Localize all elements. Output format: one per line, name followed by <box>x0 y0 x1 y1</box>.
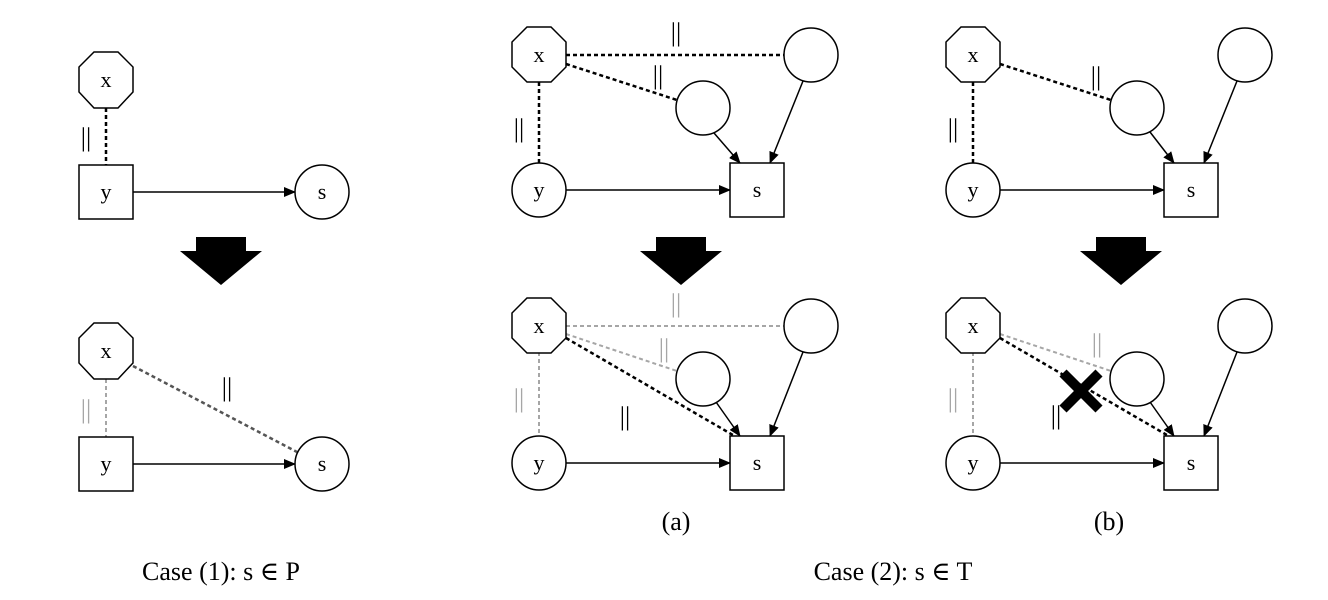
parallel-mark: || <box>1051 401 1061 430</box>
parallel-mark-faded: || <box>948 384 958 413</box>
edge-c1-s <box>769 351 804 437</box>
case2-caption: Case (2): s ∈ T <box>814 557 973 586</box>
parallel-mark-faded: || <box>659 334 669 363</box>
node-c2-circle <box>675 80 731 136</box>
node-x-octagon <box>511 26 567 83</box>
node-c2-circle <box>675 351 731 407</box>
cross-icon <box>1059 369 1103 413</box>
node-x-octagon <box>945 26 1001 83</box>
parallel-mark: || <box>620 402 630 431</box>
node-x-label: x <box>968 313 979 338</box>
parallel-mark: || <box>222 373 232 402</box>
node-x-octagon <box>511 297 567 354</box>
node-s-square <box>1163 162 1219 218</box>
down-arrow-case2a <box>640 237 722 285</box>
node-y-square <box>78 164 134 220</box>
subcaption-b: (b) <box>1094 507 1124 536</box>
case2a-bottom-graph: x y s || || || || <box>511 289 839 491</box>
node-c1-circle <box>783 27 839 83</box>
node-s-label: s <box>753 450 762 475</box>
node-x-label: x <box>101 338 112 363</box>
case1-bottom-graph: x y s || || <box>78 322 350 492</box>
case2b-bottom-graph: x y s || || || <box>945 297 1273 491</box>
node-s-square <box>729 162 785 218</box>
edge-x-s-dashed <box>565 336 739 440</box>
down-arrow-case1 <box>180 237 262 285</box>
edge-c2-s <box>715 401 741 437</box>
node-x-label: x <box>101 67 112 92</box>
node-y-circle <box>511 435 567 491</box>
node-s-label: s <box>318 179 327 204</box>
node-c2-circle <box>1109 351 1165 407</box>
parallel-mark: || <box>653 61 663 90</box>
node-x-label: x <box>534 42 545 67</box>
node-s-label: s <box>1187 450 1196 475</box>
down-arrow-case2b <box>1080 237 1162 285</box>
node-y-circle <box>511 162 567 218</box>
edge-x-c2-faded <box>565 333 678 372</box>
node-y-label: y <box>968 177 979 202</box>
node-s-label: s <box>1187 177 1196 202</box>
subcaption-a: (a) <box>662 507 691 536</box>
node-y-circle <box>945 435 1001 491</box>
node-c2-circle <box>1109 80 1165 136</box>
node-c1-circle <box>1217 27 1273 83</box>
node-y-label: y <box>534 177 545 202</box>
node-s-square <box>729 435 785 491</box>
parallel-mark: || <box>1091 62 1101 91</box>
edge-x-s-dashed <box>132 364 298 454</box>
node-s-circle <box>294 436 350 492</box>
node-y-square <box>78 436 134 492</box>
case2b-top-graph: x y s || || <box>945 26 1273 218</box>
edge-x-c2-dashed <box>565 62 678 102</box>
edge-c2-s <box>1149 131 1175 164</box>
parallel-mark-faded: || <box>671 289 681 318</box>
node-x-octagon <box>78 322 134 380</box>
parallel-mark-faded: || <box>1092 329 1102 358</box>
node-c1-circle <box>783 298 839 354</box>
parallel-mark: || <box>948 114 958 143</box>
node-s-circle <box>294 164 350 220</box>
node-x-octagon <box>945 297 1001 354</box>
node-y-label: y <box>534 450 545 475</box>
parallel-mark: || <box>81 123 91 152</box>
node-x-octagon <box>78 51 134 109</box>
node-x-label: x <box>534 313 545 338</box>
node-y-label: y <box>968 450 979 475</box>
node-y-circle <box>945 162 1001 218</box>
node-x-label: x <box>968 42 979 67</box>
parallel-mark: || <box>671 18 681 47</box>
parallel-mark-faded: || <box>514 384 524 413</box>
edge-c2-s <box>713 132 741 164</box>
parallel-mark: || <box>514 114 524 143</box>
edge-c1-s <box>1203 351 1238 437</box>
case1-caption: Case (1): s ∈ P <box>142 557 300 586</box>
node-y-label: y <box>101 179 112 204</box>
node-s-label: s <box>753 177 762 202</box>
edge-c1-s <box>769 80 804 164</box>
node-y-label: y <box>101 451 112 476</box>
edge-c2-s <box>1149 401 1175 437</box>
edge-x-c2-faded <box>999 333 1112 372</box>
case2a-top-graph: x y s || || || <box>511 18 839 218</box>
node-c1-circle <box>1217 298 1273 354</box>
node-s-label: s <box>318 451 327 476</box>
parallel-mark-faded: || <box>81 395 91 424</box>
edge-c1-s <box>1203 80 1238 164</box>
case1-top-graph: x y s || <box>78 51 350 220</box>
node-s-square <box>1163 435 1219 491</box>
edge-x-c2-dashed <box>999 62 1112 102</box>
